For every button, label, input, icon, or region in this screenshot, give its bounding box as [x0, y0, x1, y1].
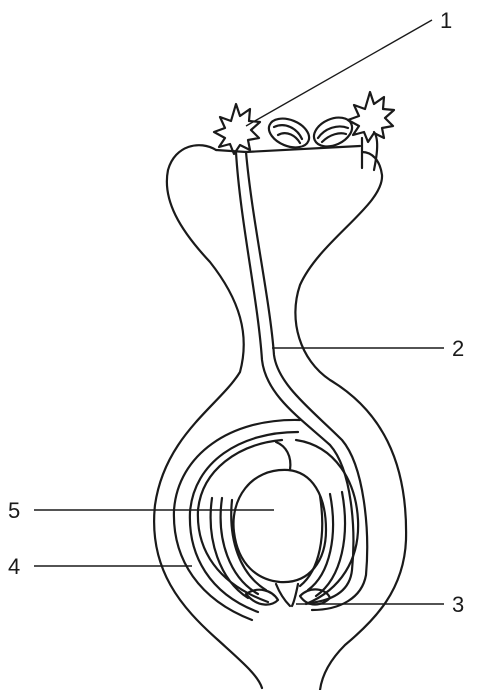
embryo-sac [233, 470, 326, 582]
label-4: 4 [8, 554, 20, 579]
label-2: 2 [452, 336, 464, 361]
embryo-sac-cap [276, 442, 290, 470]
micropyle-left-lip [246, 590, 278, 605]
pollen-grain-right [348, 92, 394, 142]
micropyle-canal [276, 584, 298, 606]
pollen-tube-right-wall [246, 152, 367, 610]
label-3: 3 [452, 592, 464, 617]
leader-line-1 [246, 20, 432, 126]
ovary-wall-inner [190, 432, 298, 612]
stigma-body-left-vein [274, 125, 302, 143]
pollen-grain-left [214, 104, 260, 154]
label-5: 5 [8, 498, 20, 523]
label-1: 1 [440, 8, 452, 33]
